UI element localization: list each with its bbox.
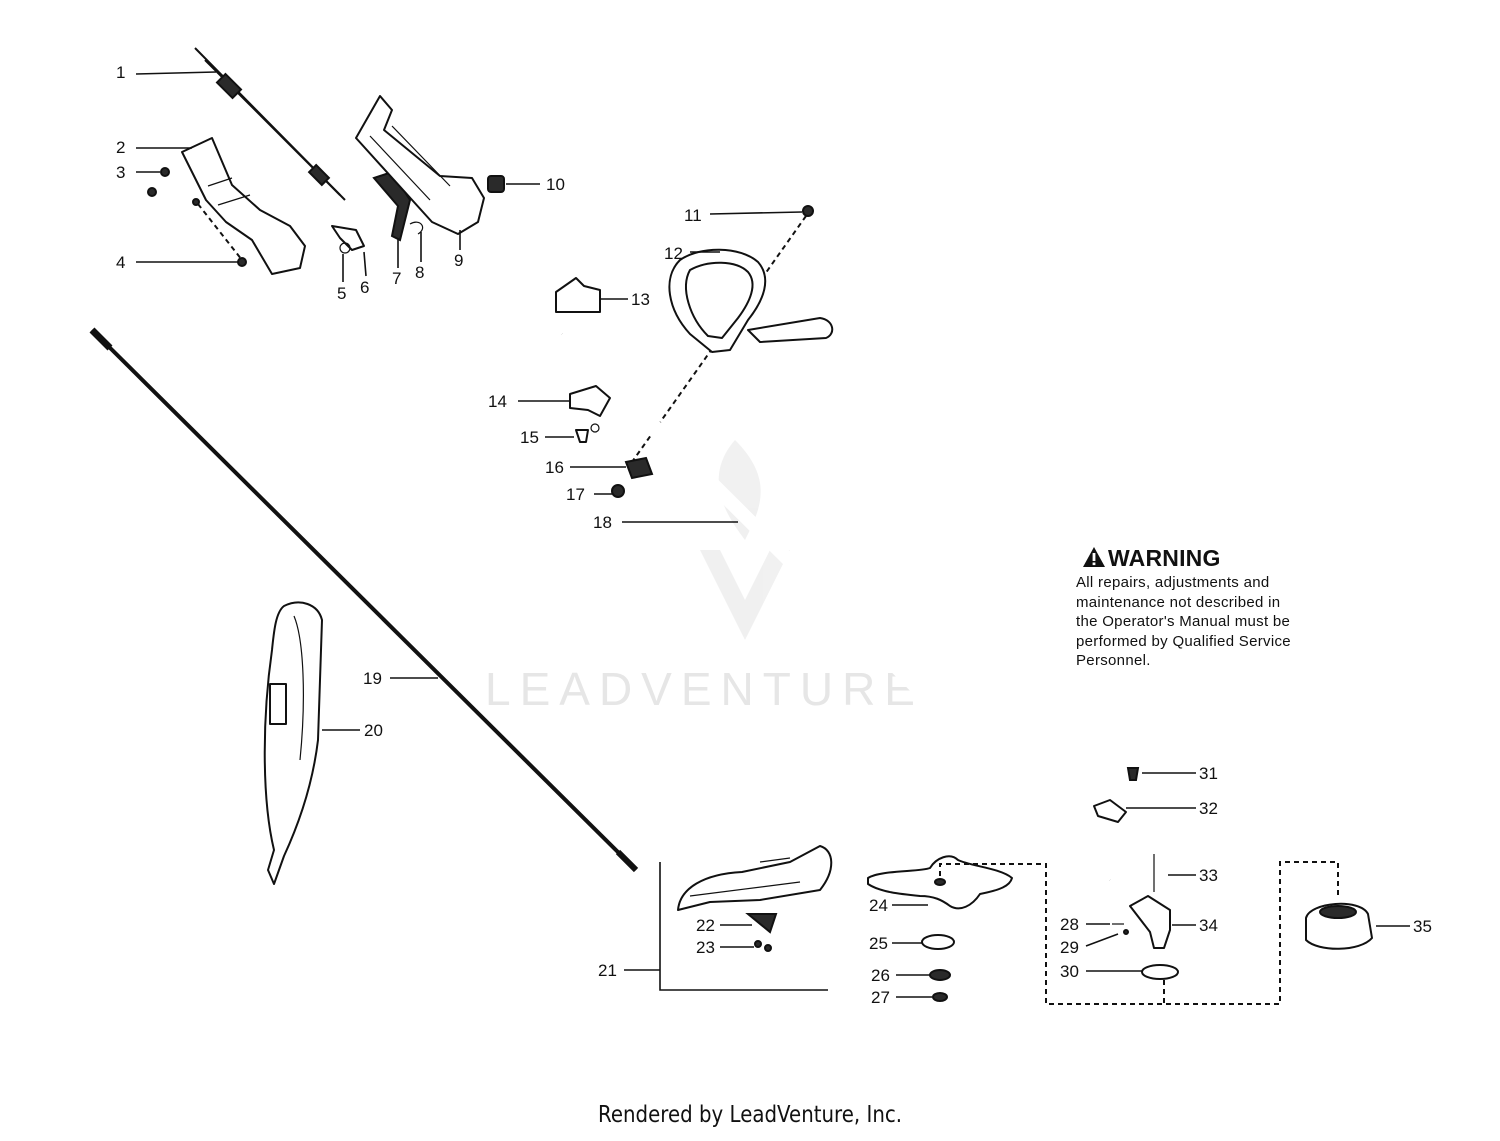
warning-notice: WARNING All repairs, adjustments and mai… (1076, 545, 1336, 671)
callout-13: 13 (631, 290, 650, 309)
warning-body: All repairs, adjustments and maintenance… (1076, 573, 1336, 671)
warning-triangle-icon (1083, 547, 1105, 567)
drive-tube-part (557, 329, 1115, 885)
handle-housing-right-part (355, 95, 485, 235)
callout-15: 15 (520, 428, 539, 447)
callout-14: 14 (488, 392, 507, 411)
callout-32: 32 (1199, 799, 1218, 818)
callout-16: 16 (545, 458, 564, 477)
throttle-cable-part (194, 47, 346, 201)
warning-line: All repairs, adjustments and (1076, 574, 1270, 591)
callout-22: 22 (696, 916, 715, 935)
callout-19: 19 (363, 669, 382, 688)
callout-10: 10 (546, 175, 565, 194)
callout-26: 26 (871, 966, 890, 985)
callout-30: 30 (1060, 962, 1079, 981)
callout-8: 8 (415, 263, 424, 282)
callout-9: 9 (454, 251, 463, 270)
callout-4: 4 (116, 253, 125, 272)
drive-shaft-part (89, 327, 639, 873)
callout-5: 5 (337, 284, 346, 303)
callout-2: 2 (116, 138, 125, 157)
bracket-part (569, 385, 611, 417)
callout-11: 11 (684, 206, 702, 225)
guard-assembly-part (659, 845, 833, 991)
footer-credit: Rendered by LeadVenture, Inc. (597, 1102, 903, 1128)
callout-23: 23 (696, 938, 715, 957)
callout-34: 34 (1199, 916, 1218, 935)
gearbox-fasteners-parts (1112, 923, 1179, 980)
bolt-part (1126, 767, 1140, 781)
gearbox-part (1129, 895, 1171, 949)
callout-35: 35 (1413, 917, 1432, 936)
watermark: LEADVENTURE (485, 663, 924, 715)
callout-1: 1 (116, 63, 125, 82)
warning-line: Personnel. (1076, 652, 1151, 669)
leader-lines (135, 71, 1410, 998)
callout-31: 31 (1199, 764, 1218, 783)
clamp-part (555, 277, 601, 313)
callout-29: 29 (1060, 938, 1079, 957)
callout-6: 6 (360, 278, 369, 297)
callout-18: 18 (593, 513, 612, 532)
callout-3: 3 (116, 163, 125, 182)
callout-27: 27 (871, 988, 890, 1007)
callout-7: 7 (392, 269, 401, 288)
callout-20: 20 (364, 721, 383, 740)
callout-28: 28 (1060, 915, 1079, 934)
callout-21: 21 (598, 961, 617, 980)
fastener-parts (575, 423, 654, 498)
callout-24: 24 (869, 896, 888, 915)
callout-33: 33 (1199, 866, 1218, 885)
harness-strap-part (263, 601, 323, 885)
trimmer-head-part (1305, 902, 1373, 950)
callout-25: 25 (869, 934, 888, 953)
nut-part (487, 175, 505, 193)
washer-part (921, 934, 955, 950)
warning-line: maintenance not described in (1076, 593, 1281, 611)
callout-12: 12 (664, 244, 683, 263)
warning-line: performed by Qualified Service (1076, 632, 1291, 650)
warning-line: the Operator's Manual must be (1076, 613, 1291, 630)
callout-17: 17 (566, 485, 585, 504)
screw-parts (147, 167, 247, 267)
loop-handle-part (668, 248, 834, 353)
handle-bolt-part (631, 205, 814, 463)
callout-numbers: 1 2 3 4 5 6 7 8 9 10 11 12 13 14 15 16 1… (116, 63, 1432, 1007)
tube-clamp-part (1093, 799, 1127, 823)
assembly-dashed-lines (939, 861, 1339, 1005)
warning-title-row: WARNING (1076, 545, 1336, 571)
handle-housing-left-part (181, 137, 306, 275)
warning-title: WARNING (1108, 545, 1221, 571)
